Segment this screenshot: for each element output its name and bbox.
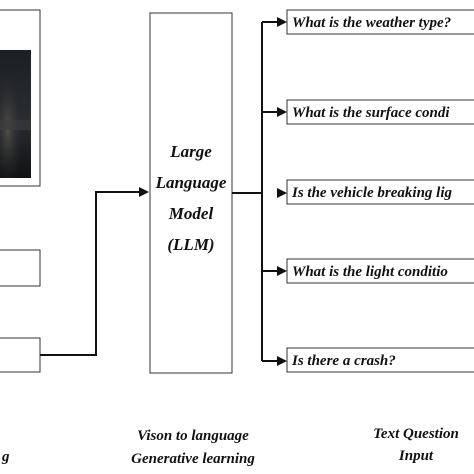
- question-text: Is there a crash?: [291, 353, 396, 369]
- question-text: Is the vehicle breaking lig: [291, 185, 452, 201]
- arrowhead-icon: [277, 356, 287, 366]
- llm-box: Large Language Model (LLM): [149, 12, 233, 374]
- arrowhead-icon: [277, 266, 287, 276]
- question-text: What is the weather type?: [292, 15, 451, 31]
- right-caption-line-1: Text Question: [373, 426, 459, 442]
- arrowhead-icon: [277, 188, 287, 198]
- arrowhead-icon: [277, 17, 287, 27]
- middle-caption-line-1: Vison to language: [137, 428, 249, 444]
- llm-line-1: Large: [169, 142, 212, 161]
- middle-caption-line-2: Generative learning: [131, 451, 255, 467]
- left-box-lower: [0, 337, 41, 373]
- question-1: What is the weather type?: [262, 9, 474, 35]
- question-3: Is the vehicle breaking lig: [277, 179, 474, 205]
- left-box-upper: [0, 249, 41, 287]
- input-image-frame: [0, 9, 41, 187]
- question-text: What is the light conditio: [292, 264, 448, 280]
- input-to-llm-arrow: [40, 187, 149, 356]
- question-5: Is there a crash?: [262, 347, 474, 373]
- question-4: What is the light conditio: [262, 258, 474, 284]
- question-2: What is the surface condi: [262, 99, 474, 125]
- question-text: What is the surface condi: [292, 105, 450, 121]
- llm-line-4: (LLM): [167, 235, 214, 254]
- llm-line-2: Language: [155, 173, 227, 192]
- right-caption-line-2: Input: [398, 448, 434, 464]
- left-caption-partial: g: [1, 449, 10, 465]
- llm-line-3: Model: [168, 204, 214, 223]
- arrowhead-icon: [277, 107, 287, 117]
